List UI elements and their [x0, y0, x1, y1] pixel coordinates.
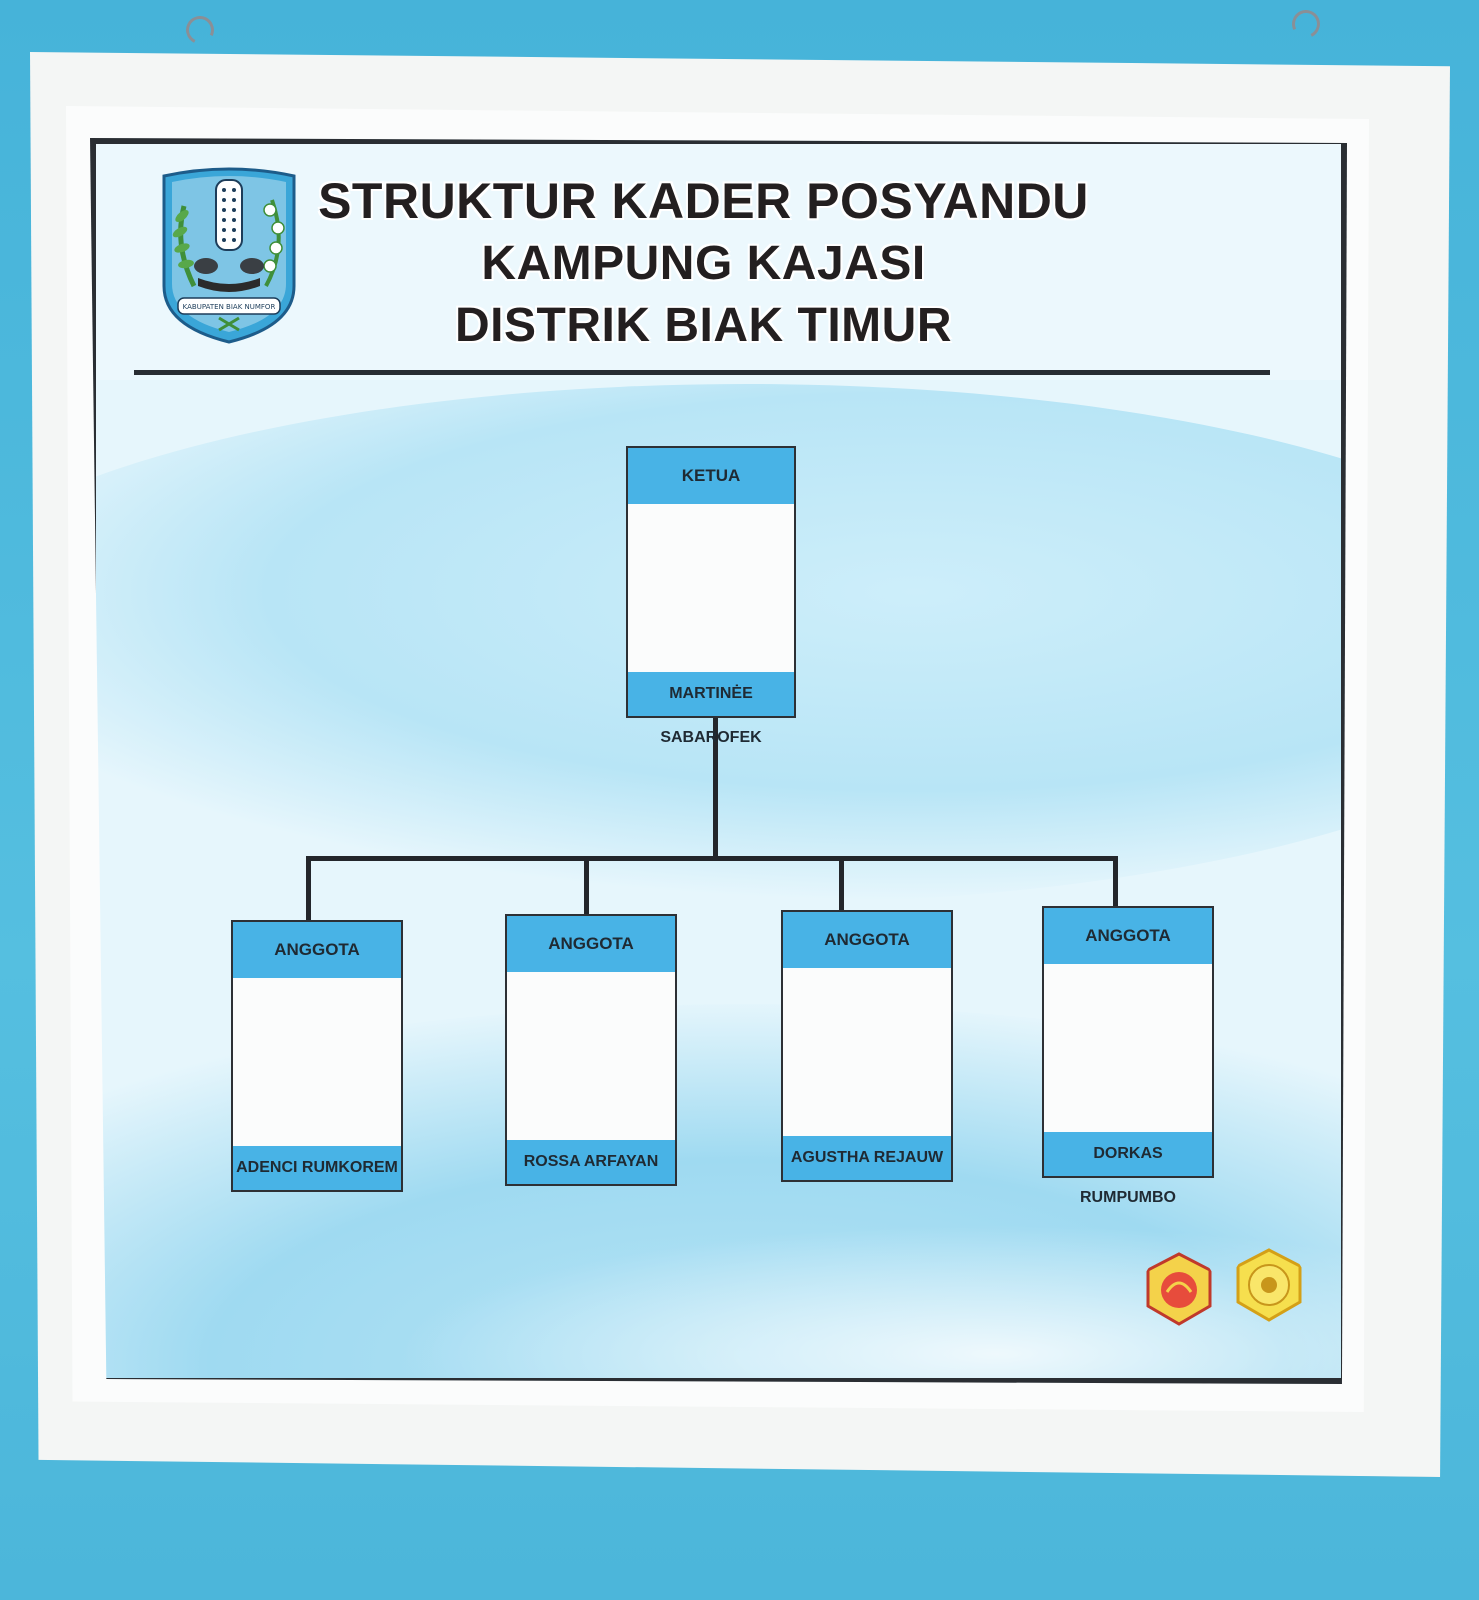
member-role-label: ANGGOTA [507, 916, 675, 972]
member-card-3: ANGGOTA AGUSTHA REJAUW [781, 910, 953, 1182]
leader-card: KETUA MARTINĖE SABAROFEK [626, 446, 796, 746]
board-header [96, 144, 1341, 380]
connector-member-1 [306, 856, 311, 922]
org-chart-board: KABUPATEN BIAK NUMFOR STRUKTUR KADER POS… [90, 138, 1347, 1384]
connector-member-3 [839, 856, 844, 912]
connector-horizontal [306, 856, 1118, 861]
board-title-line-2: KAMPUNG KAJASI [481, 237, 926, 290]
connector-vertical-leader [713, 718, 718, 860]
member-name-label: ROSSA ARFAYAN [507, 1140, 675, 1184]
leader-name-label: MARTINĖE SABAROFEK [628, 672, 794, 746]
member-card-4: ANGGOTA DORKAS RUMPUMBO [1042, 906, 1214, 1206]
member-card-2: ANGGOTA ROSSA ARFAYAN [505, 914, 677, 1186]
leader-role-label: KETUA [628, 448, 794, 504]
board-title-line-3: DISTRIK BIAK TIMUR [455, 299, 952, 352]
member-name-label: DORKAS RUMPUMBO [1044, 1132, 1212, 1206]
university-seal-icon [1236, 1248, 1302, 1322]
member-name-label: ADENCI RUMKOREM [233, 1146, 401, 1190]
connector-member-2 [584, 856, 589, 916]
svg-text:KABUPATEN BIAK NUMFOR: KABUPATEN BIAK NUMFOR [183, 303, 276, 311]
member-card-1: ANGGOTA ADENCI RUMKOREM [231, 920, 403, 1192]
board-title-line-1: STRUKTUR KADER POSYANDU [318, 173, 1089, 229]
member-role-label: ANGGOTA [783, 912, 951, 968]
member-name-label: AGUSTHA REJAUW [783, 1136, 951, 1180]
header-divider [134, 370, 1270, 375]
member-role-label: ANGGOTA [1044, 908, 1212, 964]
university-seal-icon [1146, 1252, 1212, 1326]
member-role-label: ANGGOTA [233, 922, 401, 978]
connector-member-4 [1113, 856, 1118, 908]
regency-emblem-icon: KABUPATEN BIAK NUMFOR [162, 167, 296, 344]
